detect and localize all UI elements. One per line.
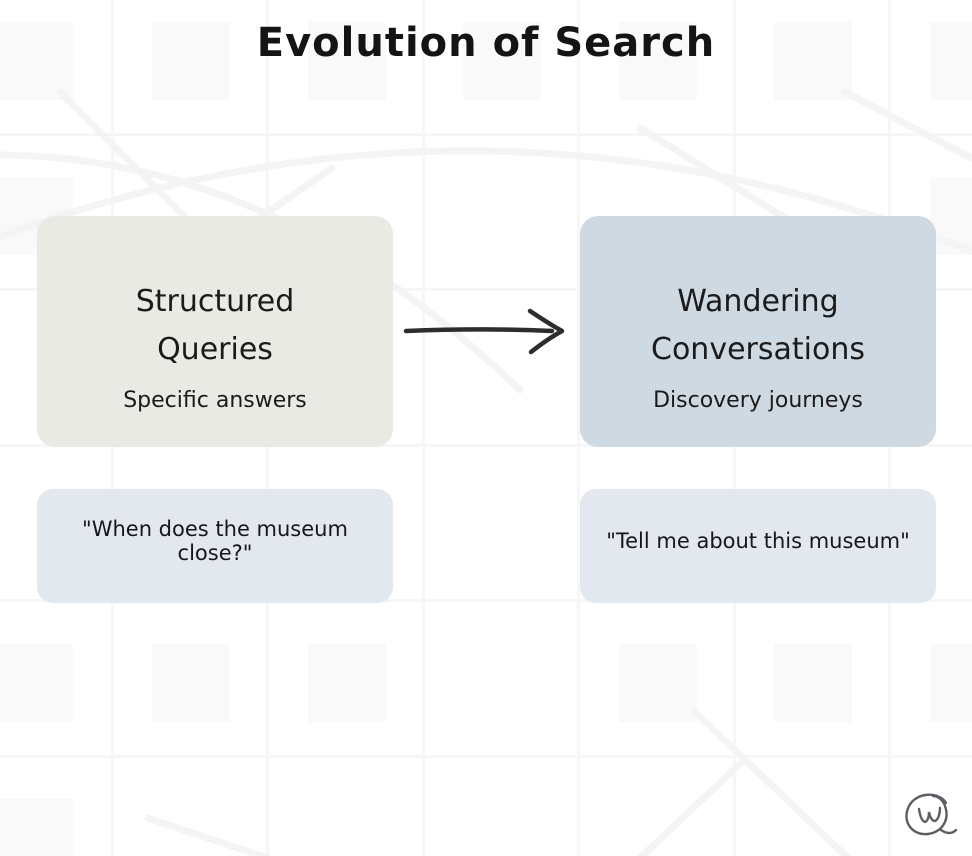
connector-arrow-icon xyxy=(403,308,565,355)
node-title-line: Wandering xyxy=(677,284,839,319)
quote-wandering-example: "Tell me about this museum" xyxy=(580,489,936,603)
background-square xyxy=(0,799,73,856)
background-square xyxy=(463,22,541,100)
background-square xyxy=(930,22,972,100)
node-wandering-conversations: Wandering Conversations Discovery journe… xyxy=(580,216,936,447)
background-square xyxy=(0,22,73,100)
node-subtitle: Discovery journeys xyxy=(653,388,863,413)
node-structured-queries: Structured Queries Specific answers xyxy=(37,216,393,447)
background-square xyxy=(152,22,230,100)
background-square xyxy=(0,644,73,722)
background-square xyxy=(774,22,852,100)
background-square xyxy=(308,22,386,100)
quote-structured-example: "When does the museum close?" xyxy=(37,489,393,603)
node-title-line: Structured xyxy=(135,284,295,319)
whimsical-logo-icon xyxy=(905,793,958,836)
grid-line xyxy=(0,444,972,447)
node-title: Structured Queries xyxy=(136,278,295,374)
grid-line xyxy=(0,755,972,758)
grid-line xyxy=(0,133,972,136)
node-title-line: Conversations xyxy=(651,332,865,367)
grid-line xyxy=(577,0,580,856)
grid-line xyxy=(422,0,425,856)
node-subtitle: Specific answers xyxy=(123,388,307,413)
background-square xyxy=(619,644,697,722)
node-title: Wandering Conversations xyxy=(651,278,865,374)
background-square xyxy=(308,644,386,722)
diagram-title: Evolution of Search xyxy=(256,20,716,66)
grid-line xyxy=(0,599,972,602)
background-square xyxy=(930,644,972,722)
background-square xyxy=(152,644,230,722)
node-title-line: Queries xyxy=(157,332,273,367)
background-square xyxy=(619,22,697,100)
